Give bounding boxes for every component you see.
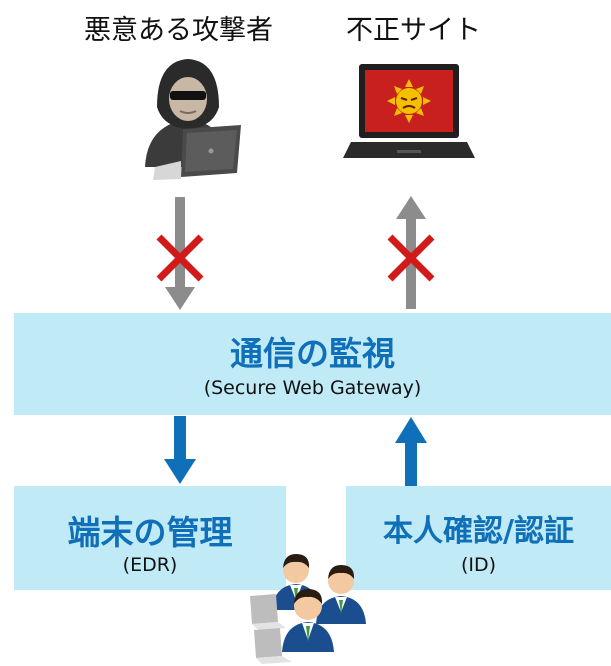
identity-box: 本人確認/認証 (ID)	[346, 486, 611, 590]
identity-title: 本人確認/認証	[383, 514, 574, 549]
monitor-box: 通信の監視 (Secure Web Gateway)	[14, 313, 611, 415]
identity-subtitle: (ID)	[460, 554, 497, 576]
monitor-to-endpoint-arrow	[164, 416, 196, 484]
blocked-outbound-arrow	[396, 196, 426, 309]
attacker-label: 悪意ある攻撃者	[84, 15, 273, 46]
red-x-icon	[156, 234, 204, 282]
hooded-hacker-laptop-icon	[145, 59, 241, 180]
endpoint-subtitle: (EDR)	[122, 554, 178, 576]
monitor-title: 通信の監視	[230, 334, 395, 373]
malicious-laptop-icon	[343, 64, 475, 158]
blocked-inbound-arrow	[165, 197, 195, 310]
office-workers-laptops-icon	[250, 554, 366, 664]
monitor-subtitle: (Secure Web Gateway)	[203, 377, 422, 399]
red-x-icon	[387, 234, 435, 282]
endpoint-title: 端末の管理	[67, 513, 233, 552]
malicious-site-label: 不正サイト	[346, 15, 481, 46]
identity-to-monitor-arrow	[395, 417, 427, 487]
endpoint-box: 端末の管理 (EDR)	[14, 486, 286, 590]
